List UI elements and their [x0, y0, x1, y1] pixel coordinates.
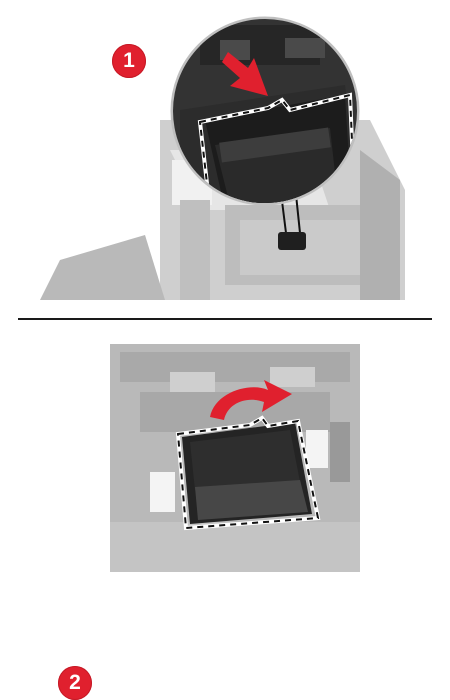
step-2-badge: 2 [58, 666, 92, 700]
rotate-arrow-icon [210, 380, 292, 420]
step-2-panel: 2 [0, 322, 450, 700]
step-1-panel: 1 [0, 0, 450, 312]
zoom-circle [170, 16, 360, 206]
left-tab [150, 472, 175, 512]
step-1-illustration [40, 16, 405, 300]
printer-interior [110, 344, 360, 572]
dashed-outline [197, 92, 357, 203]
separator-pad [175, 415, 321, 531]
step-1-badge: 1 [112, 44, 146, 78]
right-tab [306, 430, 328, 468]
step-2-illustration [110, 344, 360, 572]
separator-pad-small [278, 232, 306, 250]
push-arrow-icon [222, 52, 268, 96]
step-divider [18, 318, 432, 320]
